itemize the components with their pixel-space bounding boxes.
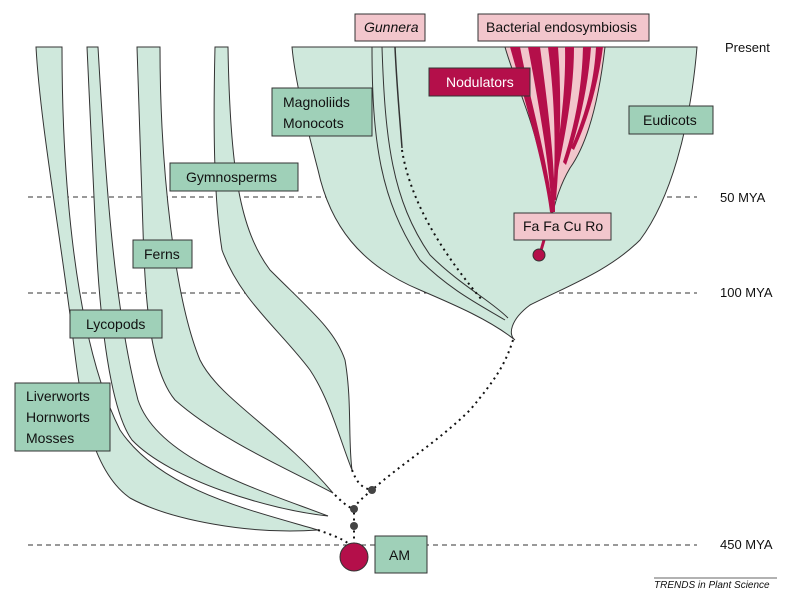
nodulator-lineage-5 (563, 47, 591, 165)
time-label-450mya: 450 MYA (720, 537, 773, 552)
label-liverworts: Liverworts (26, 388, 90, 404)
bacterial-endosymbiosis-label-box (477, 13, 650, 42)
am-label-box (374, 535, 428, 574)
label-gunnera: Gunnera (364, 19, 419, 35)
label-am: AM (389, 547, 410, 563)
bryophyte-label-box (14, 382, 111, 452)
nodulators-label-box (428, 67, 531, 97)
bryophyte-join (317, 529, 351, 546)
nodulator-lineage-4 (555, 47, 574, 170)
nodulator-lineage-6 (571, 47, 603, 150)
label-nodulators: Nodulators (446, 74, 514, 90)
gunnera-dotted-origin (401, 149, 483, 301)
label-eudicots: Eudicots (643, 112, 697, 128)
label-gymnosperms: Gymnosperms (186, 169, 277, 185)
gunnera-label-box (354, 13, 426, 42)
am-origin-node (339, 542, 369, 572)
gymnosperm-join (351, 469, 373, 491)
label-bacterial-endosymbiosis: Bacterial endosymbiosis (486, 19, 637, 35)
lineage-lycopods (86, 46, 329, 517)
time-label-100mya: 100 MYA (720, 285, 773, 300)
ferns-label-box (132, 239, 193, 269)
label-monocots: Monocots (283, 115, 344, 131)
label-magnoliids: Magnoliids (283, 94, 350, 110)
lineage-angiosperms (291, 46, 698, 341)
gymnosperms-label-box (169, 162, 299, 192)
nodulator-origin-node (532, 248, 546, 262)
nodulator-lineage-1 (510, 47, 553, 212)
lycopods-label-box (69, 309, 163, 339)
monocot-branch-line-2 (381, 46, 509, 319)
label-fafacuro: Fa Fa Cu Ro (523, 218, 603, 234)
node-vascular-plants (350, 505, 358, 513)
label-ferns: Ferns (144, 246, 180, 262)
node-land-plants (350, 522, 358, 530)
gunnera-lineage (394, 46, 403, 149)
trunk-dotted (353, 489, 373, 545)
node-seed-plants (368, 486, 376, 494)
label-lycopods: Lycopods (86, 316, 145, 332)
fafacuro-label-box (513, 212, 612, 241)
nodulator-lineage-2 (528, 47, 555, 212)
monocot-branch-line (371, 46, 506, 321)
time-label-50mya: 50 MYA (720, 190, 766, 205)
angiosperm-root-dotted (371, 339, 514, 491)
label-mosses: Mosses (26, 430, 74, 446)
lineage-ferns (136, 46, 334, 494)
time-label-present: Present (725, 40, 770, 55)
source-credit: TRENDS in Plant Science (654, 580, 770, 591)
magnoliids-label-box (271, 87, 373, 137)
label-hornworts: Hornworts (26, 409, 90, 425)
eudicots-label-box (628, 105, 714, 135)
